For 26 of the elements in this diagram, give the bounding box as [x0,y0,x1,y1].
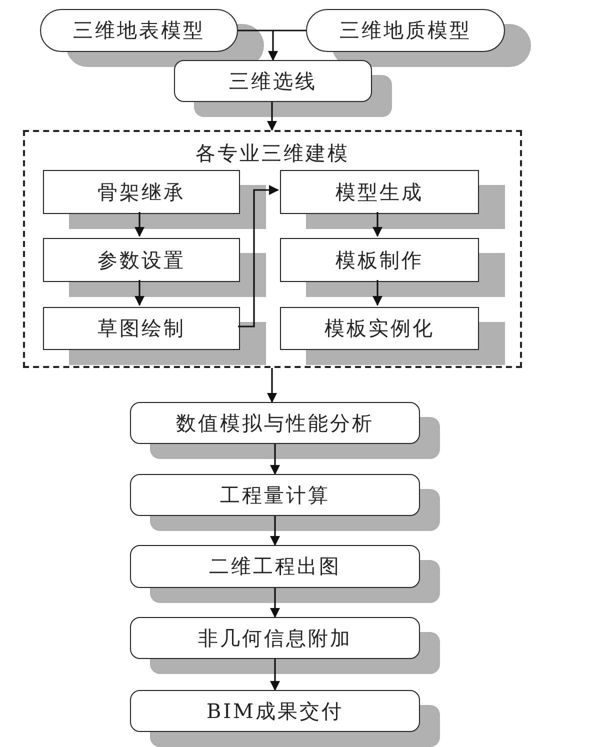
step-box: 模型生成 [280,170,479,214]
process-box: 非几何信息附加 [130,617,420,659]
process-box: 数值模拟与性能分析 [130,402,420,444]
process-box: BIM成果交付 [130,690,420,732]
process-box: 二维工程出图 [130,545,420,588]
arrow [238,185,279,328]
group-title: 各专业三维建模 [196,140,350,167]
step-box: 模板制作 [280,238,479,282]
step-box: 骨架继承 [43,170,240,214]
arrow [270,659,280,691]
step-box: 模板实例化 [280,307,479,350]
step-box: 参数设置 [43,238,240,282]
arrow [134,212,144,237]
arrow [270,444,280,475]
arrow [134,280,144,306]
arrow [237,30,307,61]
process-box: 工程量计算 [130,474,420,516]
arrow [372,212,382,237]
arrow [267,102,277,131]
arrow [270,588,280,618]
process-box: 三维选线 [174,60,372,102]
arrow [270,516,280,546]
arrow [372,280,382,306]
arrow [267,368,277,403]
step-box: 草图绘制 [43,307,240,350]
dashed-group-box [23,130,522,368]
